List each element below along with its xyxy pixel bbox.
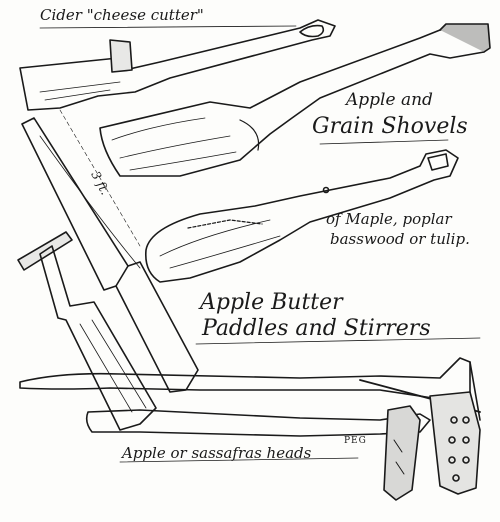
t-stirrer-drawing (17, 231, 157, 431)
paddle-drawing (21, 109, 199, 393)
caption-basswood: basswood or tulip. (330, 230, 470, 248)
caption-paddles-and-stirrers: Paddles and Stirrers (202, 316, 431, 341)
caption-grain-shovels: Grain Shovels (312, 114, 468, 139)
caption-apple-or-sassafras: Apple or sassafras heads (122, 444, 312, 462)
cheese-cutter-drawing (19, 19, 336, 111)
long-stirrer-lower (85, 391, 481, 501)
caption-cider-cheese-cutter: Cider "cheese cutter" (40, 6, 204, 24)
caption-of-maple: of Maple, poplar (326, 210, 452, 228)
upper-shovel-drawing (99, 23, 491, 177)
caption-peg: PEG (344, 436, 367, 446)
lower-shovel-drawing (144, 149, 459, 283)
caption-apple-butter: Apple Butter (200, 290, 343, 315)
caption-apple-and: Apple and (346, 90, 433, 110)
